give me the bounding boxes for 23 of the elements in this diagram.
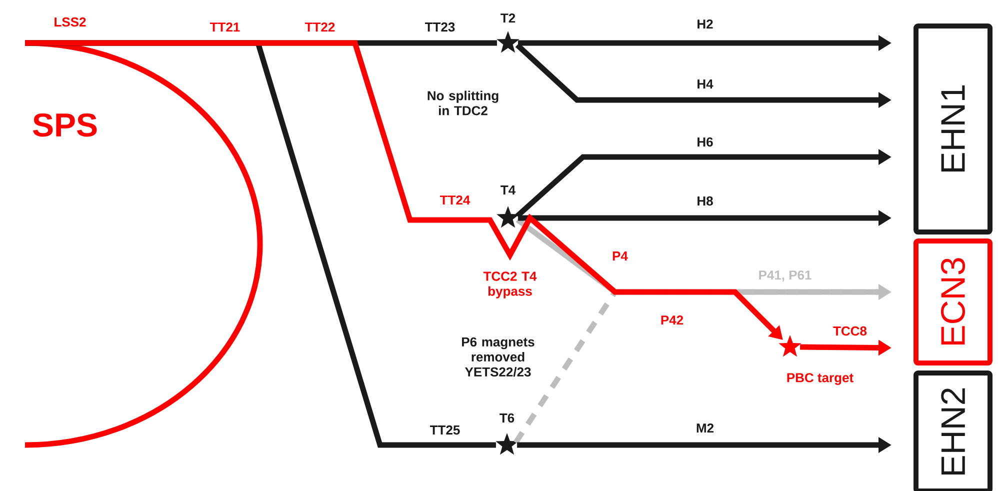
section-label: P42 bbox=[661, 315, 684, 325]
target-label: T6 bbox=[500, 413, 514, 423]
section-label: TT22 bbox=[304, 22, 335, 32]
beamline-label: H4 bbox=[698, 80, 714, 88]
beamline-label: H8 bbox=[698, 196, 713, 206]
beamline-label: H2 bbox=[698, 19, 713, 29]
hall-box: EHN2 bbox=[914, 370, 992, 491]
beamline-label: M2 bbox=[696, 423, 714, 433]
beamline-label: TT25 bbox=[430, 425, 460, 435]
beamline-label: H6 bbox=[698, 137, 713, 147]
beamline-label: TCC8 bbox=[833, 326, 867, 336]
hall-box: ECN3 bbox=[914, 238, 992, 366]
section-label: TT21 bbox=[210, 22, 240, 32]
beamline-label: TT23 bbox=[424, 22, 455, 32]
note: P6 magnets removed YETS22/23 bbox=[462, 337, 534, 377]
target-label: PBC target bbox=[787, 373, 854, 385]
beamline-label: P41, P61 bbox=[759, 270, 812, 282]
target-label: T2 bbox=[500, 13, 516, 23]
target-label: T4 bbox=[500, 186, 516, 194]
hall-box: EHN1 bbox=[914, 24, 992, 234]
beamline-label: TT24 bbox=[440, 195, 470, 205]
section-label: P4 bbox=[612, 252, 628, 260]
ring-label: SPS bbox=[32, 113, 97, 137]
